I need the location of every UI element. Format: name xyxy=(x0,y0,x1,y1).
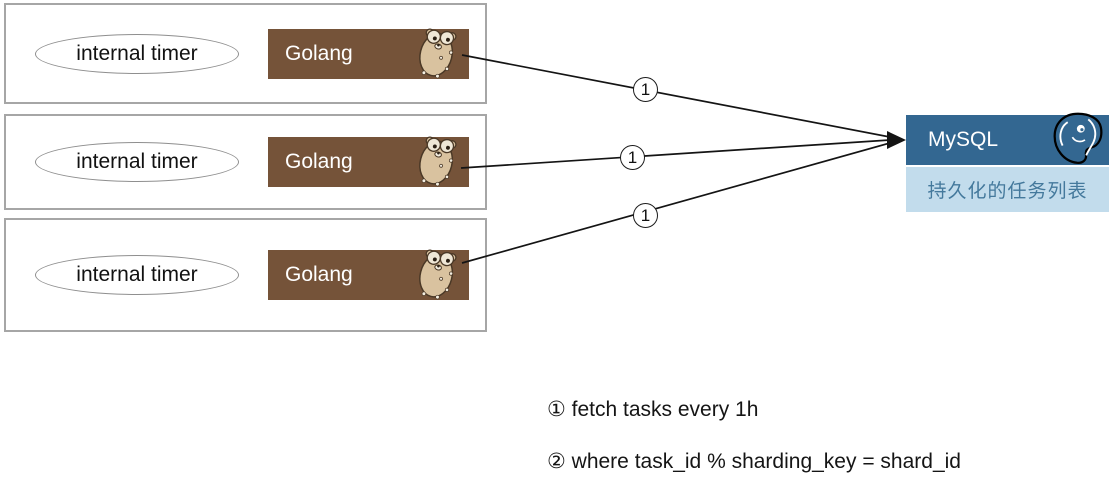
go-gopher-icon xyxy=(419,28,457,78)
postgresql-elephant-icon xyxy=(1053,112,1103,164)
note-sharding-rule: ② where task_id % sharding_key = shard_i… xyxy=(547,450,961,473)
arrow-label-text: 1 xyxy=(640,205,651,225)
arrow-label-2: 1 xyxy=(620,145,645,170)
internal-timer-node: internal timer xyxy=(35,255,239,295)
internal-timer-label: internal timer xyxy=(76,41,198,65)
worker-group-3: internal timer Golang xyxy=(4,218,487,332)
mysql-subtitle: 持久化的任务列表 xyxy=(906,167,1109,212)
mysql-subtitle-text: 持久化的任务列表 xyxy=(927,181,1088,202)
golang-node: Golang xyxy=(268,28,469,79)
arrow-label-text: 1 xyxy=(640,79,651,99)
mysql-node: MySQL xyxy=(906,112,1109,165)
mysql-title: MySQL xyxy=(928,128,999,151)
arrow-label-1: 1 xyxy=(633,77,658,102)
worker-group-1: internal timer Golang xyxy=(4,3,487,104)
arrow-label-3: 1 xyxy=(633,203,658,228)
internal-timer-label: internal timer xyxy=(76,150,198,173)
golang-label: Golang xyxy=(285,150,353,173)
arrow-label-text: 1 xyxy=(627,147,638,167)
worker-group-2: internal timer Golang xyxy=(4,114,487,210)
golang-label: Golang xyxy=(285,41,353,65)
golang-label: Golang xyxy=(285,263,353,286)
arrowhead xyxy=(887,131,906,149)
golang-node: Golang xyxy=(268,249,469,300)
internal-timer-label: internal timer xyxy=(76,263,198,286)
internal-timer-node: internal timer xyxy=(35,142,239,182)
golang-node: Golang xyxy=(268,136,469,187)
internal-timer-node: internal timer xyxy=(35,33,239,74)
go-gopher-icon xyxy=(419,136,457,187)
note-fetch-tasks: ① fetch tasks every 1h xyxy=(547,398,759,421)
go-gopher-icon xyxy=(419,249,457,300)
